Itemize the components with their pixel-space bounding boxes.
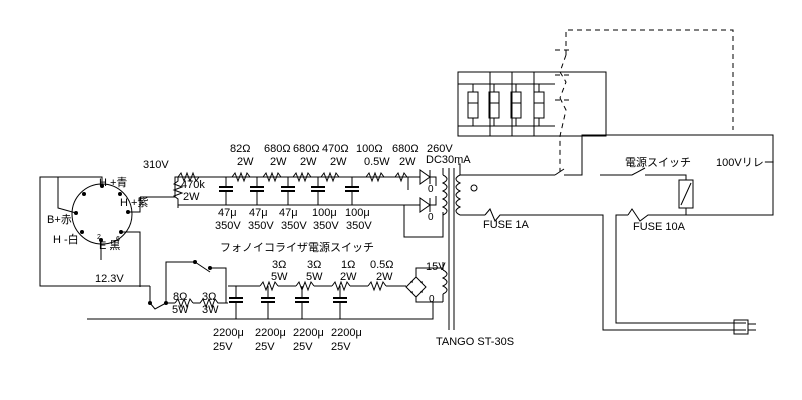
label-h-purple: H +紫 (120, 196, 148, 209)
power-switch-label: 電源スイッチ (625, 155, 691, 169)
label-h-white: H -白 (53, 232, 79, 246)
rail-resistors (231, 171, 408, 183)
c1-volt: 350V (215, 220, 241, 232)
rh5-value: 1Ω (341, 259, 355, 271)
fuse-10a-label: FUSE 10A (633, 221, 686, 233)
r6-value: 680Ω (392, 143, 419, 155)
heater-bridge (405, 267, 443, 303)
c3-value: 47μ (279, 207, 298, 219)
label-470k-2w: 2W (183, 191, 200, 203)
label-dc30ma: DC30mA (426, 154, 471, 166)
r2-watt: 2W (270, 156, 287, 168)
relay-coil (678, 179, 694, 209)
rh4-value: 3Ω (307, 259, 321, 271)
label-b-red: B+赤 (47, 213, 72, 226)
rh2-watt: 3W (202, 304, 219, 316)
relay-contacts (457, 71, 607, 137)
r6-watt: 2W (399, 156, 416, 168)
r4-watt: 2W (330, 156, 347, 168)
socket-circle (71, 183, 133, 245)
r5-watt: 0.5W (364, 156, 390, 168)
label-260v: 260V (427, 143, 453, 155)
ch2-value: 2200μ (255, 327, 286, 339)
tube-socket: 2 6 (71, 183, 133, 245)
label-470k: 470k (181, 179, 205, 191)
r3-value: 680Ω (293, 143, 320, 155)
r3-watt: 2W (300, 156, 317, 168)
r1-value: 82Ω (230, 143, 250, 155)
c5-value: 100μ (345, 207, 370, 219)
rh3-value: 3Ω (272, 259, 286, 271)
rh1-watt: 5W (172, 304, 189, 316)
heater-0: 0 (429, 294, 435, 305)
ch1-value: 2200μ (213, 327, 244, 339)
rh6-watt: 2W (376, 271, 393, 283)
ac-plug-icon (733, 319, 756, 335)
label-15v: 15V (426, 261, 446, 273)
ch2-volt: 25V (255, 341, 275, 353)
r1-watt: 2W (237, 156, 254, 168)
socket-wires (39, 176, 408, 287)
phono-switch-label: フォノイコライザ電源スイッチ (220, 240, 374, 254)
label-e-black: E 黒 (99, 239, 120, 252)
pin-2-label: 2 (97, 234, 101, 241)
rh1-value: 8Ω (173, 291, 187, 303)
rh2-value: 3Ω (202, 291, 216, 303)
c1-value: 47μ (218, 207, 237, 219)
b-plus-capacitors (177, 177, 408, 208)
label-310v: 310V (143, 159, 169, 171)
relay-label: 100Vリレー (716, 157, 775, 169)
r2-value: 680Ω (264, 143, 291, 155)
c2-value: 47μ (249, 207, 268, 219)
rh4-watt: 5W (306, 271, 323, 283)
c5-volt: 350V (346, 220, 372, 232)
c3-volt: 350V (281, 220, 307, 232)
power-transformer (441, 163, 485, 330)
r5-value: 100Ω (356, 143, 383, 155)
hv-sec-0-bot: 0 (428, 212, 434, 223)
ch1-volt: 25V (213, 341, 233, 353)
heater-chain (228, 280, 406, 319)
hv-rectifier (403, 169, 444, 238)
hv-sec-0-top: 0 (428, 184, 434, 195)
ch3-volt: 25V (293, 341, 313, 353)
fuse-1a-label: FUSE 1A (483, 219, 530, 231)
ch3-value: 2200μ (293, 327, 324, 339)
ch4-value: 2200μ (331, 327, 362, 339)
rh5-watt: 2W (340, 271, 357, 283)
c2-volt: 350V (248, 220, 274, 232)
c4-value: 100μ (312, 207, 337, 219)
pin-6-label: 6 (116, 236, 120, 243)
label-12-3v: 12.3V (95, 273, 124, 285)
c4-volt: 350V (313, 220, 339, 232)
transformer-label: TANGO ST-30S (436, 336, 514, 348)
rh3-watt: 5W (271, 271, 288, 283)
primary-wiring (460, 134, 774, 331)
ch4-volt: 25V (331, 341, 351, 353)
rh6-value: 0.5Ω (370, 259, 394, 271)
r4-value: 470Ω (322, 143, 349, 155)
label-h-blue: H +青 (99, 176, 127, 189)
